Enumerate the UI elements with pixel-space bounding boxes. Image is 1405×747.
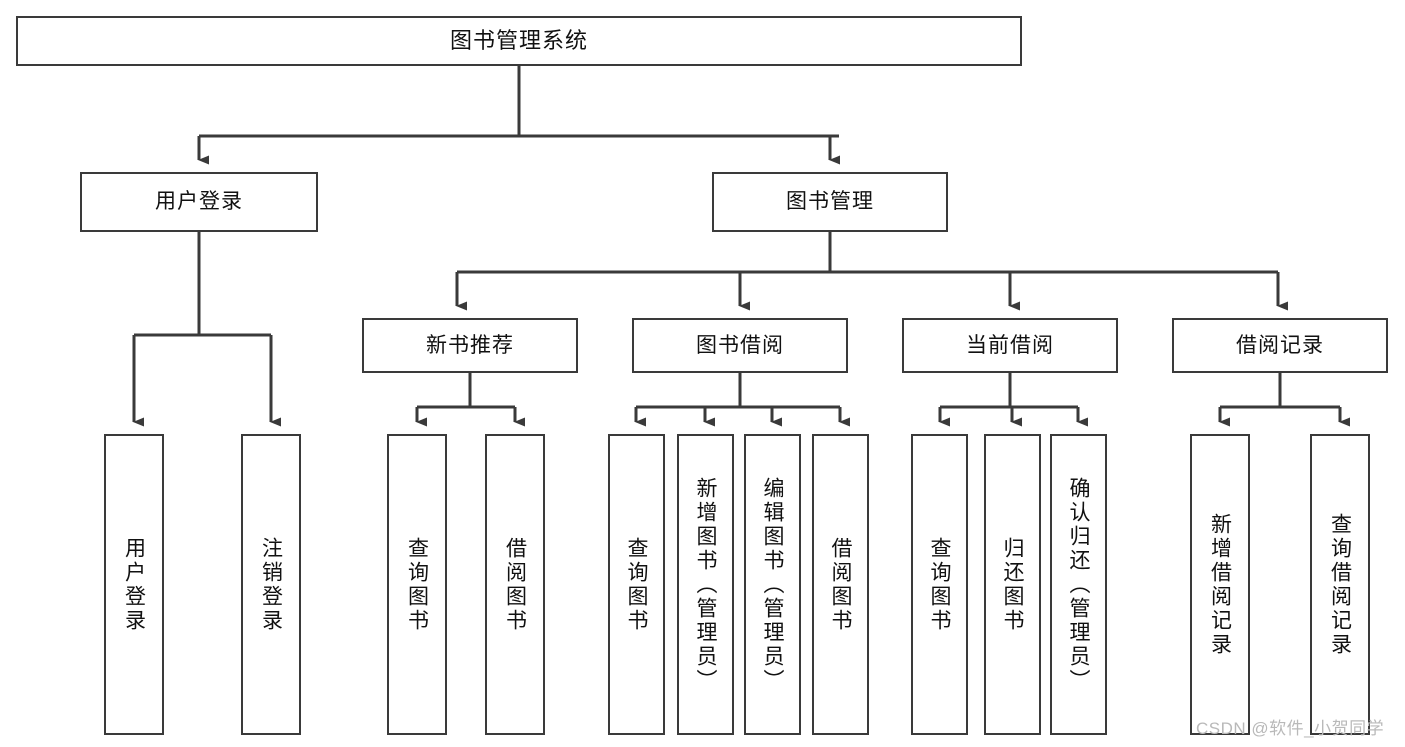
node-leaf-query-borrow-record[interactable]: 查询借阅记录: [1310, 434, 1370, 735]
node-leaf-edit-book-admin[interactable]: 编辑图书（管理员）: [744, 434, 801, 735]
node-book-management[interactable]: 图书管理: [712, 172, 948, 232]
node-leaf-confirm-return-admin[interactable]: 确认归还（管理员）: [1050, 434, 1107, 735]
node-leaf-logout-label: 注销登录: [259, 536, 283, 633]
node-leaf-edit-book-admin-label: 编辑图书（管理员）: [761, 476, 784, 693]
node-borrow-record-label: 借阅记录: [1236, 333, 1324, 357]
node-leaf-return-book[interactable]: 归还图书: [984, 434, 1041, 735]
node-leaf-borrow-book-recommend-label: 借阅图书: [503, 536, 527, 633]
node-current-borrow-label: 当前借阅: [966, 333, 1054, 357]
node-root-label: 图书管理系统: [449, 27, 588, 53]
node-leaf-query-book-borrow[interactable]: 查询图书: [608, 434, 665, 735]
node-leaf-borrow-book-borrow-label: 借阅图书: [829, 536, 852, 633]
node-leaf-logout[interactable]: 注销登录: [241, 434, 301, 735]
node-book-management-label: 图书管理: [786, 190, 874, 214]
watermark-csdn: CSDN @软件_小贺同学: [1196, 719, 1385, 738]
node-root-book-management-system[interactable]: 图书管理系统: [16, 16, 1022, 66]
node-leaf-add-book-admin[interactable]: 新增图书（管理员）: [677, 434, 734, 735]
node-leaf-query-book-current-label: 查询图书: [928, 536, 951, 633]
node-book-borrow-label: 图书借阅: [696, 333, 784, 357]
node-leaf-query-book-borrow-label: 查询图书: [625, 536, 648, 633]
node-leaf-user-login[interactable]: 用户登录: [104, 434, 164, 735]
node-user-login[interactable]: 用户登录: [80, 172, 318, 232]
node-leaf-query-book-recommend-label: 查询图书: [405, 536, 429, 633]
node-leaf-query-book-current[interactable]: 查询图书: [911, 434, 968, 735]
node-leaf-confirm-return-admin-label: 确认归还（管理员）: [1067, 476, 1090, 693]
node-leaf-add-borrow-record[interactable]: 新增借阅记录: [1190, 434, 1250, 735]
node-leaf-query-book-recommend[interactable]: 查询图书: [387, 434, 447, 735]
node-leaf-user-login-label: 用户登录: [122, 536, 146, 633]
node-new-book-recommend-label: 新书推荐: [426, 333, 514, 357]
node-leaf-return-book-label: 归还图书: [1001, 536, 1024, 633]
node-leaf-query-borrow-record-label: 查询借阅记录: [1328, 512, 1352, 657]
node-book-borrow[interactable]: 图书借阅: [632, 318, 848, 373]
node-leaf-borrow-book-borrow[interactable]: 借阅图书: [812, 434, 869, 735]
node-leaf-borrow-book-recommend[interactable]: 借阅图书: [485, 434, 545, 735]
node-leaf-add-book-admin-label: 新增图书（管理员）: [694, 476, 717, 693]
node-borrow-record[interactable]: 借阅记录: [1172, 318, 1388, 373]
node-new-book-recommend[interactable]: 新书推荐: [362, 318, 578, 373]
node-leaf-add-borrow-record-label: 新增借阅记录: [1208, 512, 1232, 657]
node-current-borrow[interactable]: 当前借阅: [902, 318, 1118, 373]
node-user-login-label: 用户登录: [155, 190, 243, 214]
